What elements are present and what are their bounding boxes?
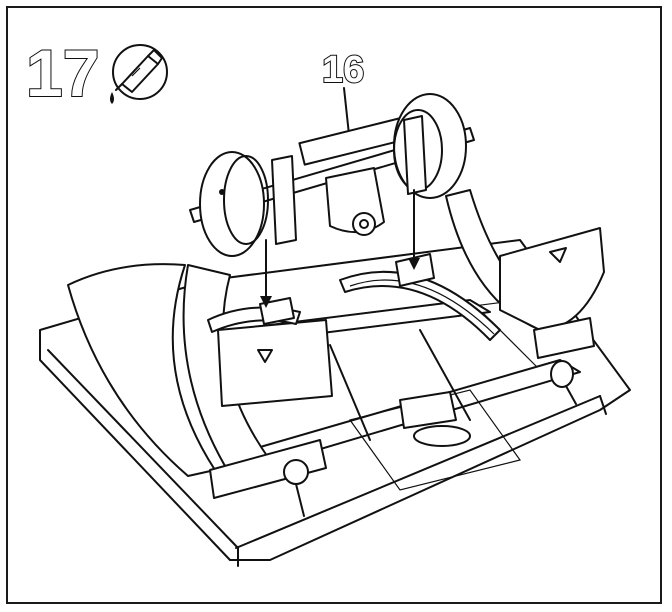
leaf-spring-right (339, 253, 501, 341)
leaf-spring-left (207, 297, 301, 333)
axle-assembly (189, 93, 475, 257)
center-coupler (399, 391, 471, 447)
right-cradle (445, 189, 605, 359)
step-number: 17 (26, 36, 99, 110)
glue-tube-icon (110, 44, 168, 104)
adjust-knob-right (550, 360, 577, 405)
panel-border (6, 6, 662, 604)
placement-arrow-left (260, 239, 272, 308)
adjust-knob-left (283, 459, 309, 517)
callout-label: 16 (322, 49, 364, 91)
placement-arrow-right (408, 189, 420, 270)
left-brake-drum (199, 151, 265, 257)
